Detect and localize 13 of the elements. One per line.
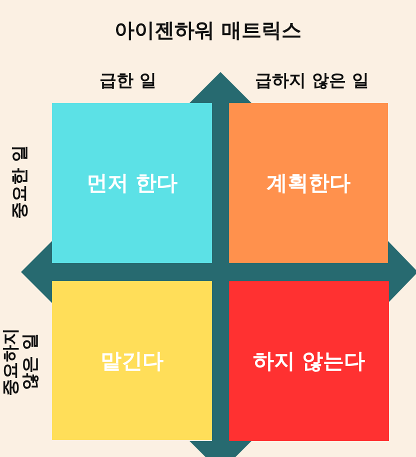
- quadrant-card: [229, 103, 388, 263]
- quadrant-label: 먼저 한다: [86, 170, 178, 197]
- quadrant-label: 맡긴다: [100, 348, 164, 374]
- column-heading: 급한 일: [100, 72, 156, 92]
- quadrant-label: 계획한다: [266, 170, 350, 197]
- quadrant-label: 하지 않는다: [252, 348, 366, 375]
- column-heading: 급하지 않은 일: [255, 72, 369, 92]
- diagram-title: 아이젠하워 매트릭스: [114, 18, 302, 42]
- quadrant-card: [229, 281, 389, 441]
- quadrant-card: [52, 281, 212, 440]
- row-heading: 중요하지 않은 일: [2, 327, 42, 398]
- row-heading: 중요한 일: [11, 144, 31, 221]
- quadrant-card: [52, 103, 212, 263]
